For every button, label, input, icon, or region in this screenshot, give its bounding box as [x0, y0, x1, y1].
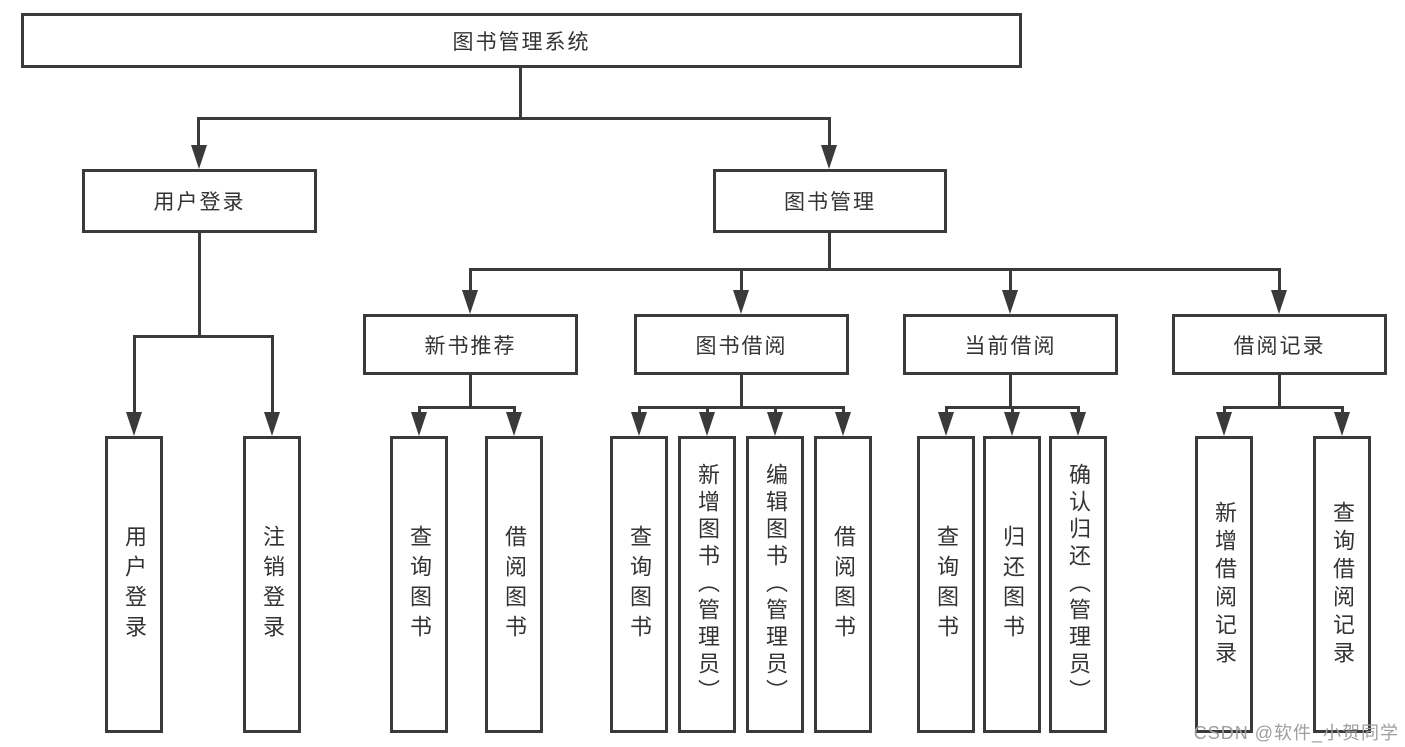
node-current-borrowing: 当前借阅 — [903, 314, 1118, 375]
arrowhead-down-icon — [1334, 412, 1350, 436]
connector-line — [197, 117, 831, 120]
arrowhead-down-icon — [506, 412, 522, 436]
connector-line — [1278, 375, 1281, 408]
node-label: 图书管理 — [784, 191, 876, 214]
leaf-return-book: 归还图书 — [983, 436, 1041, 733]
connector-line — [1223, 406, 1344, 409]
arrowhead-down-icon — [699, 412, 715, 436]
node-label: 确认归还（管理员） — [1066, 463, 1091, 706]
connector-line — [469, 268, 472, 293]
node-label: 借阅图书 — [502, 524, 527, 645]
connector-line — [842, 406, 845, 416]
node-label: 编辑图书（管理员） — [763, 463, 788, 706]
node-label: 用户登录 — [122, 524, 147, 645]
connector-line — [1009, 268, 1012, 293]
connector-line — [740, 375, 743, 408]
leaf-borrow-books-recommend: 借阅图书 — [485, 436, 543, 733]
node-label: 当前借阅 — [964, 334, 1057, 358]
node-label: 新增借阅记录 — [1212, 500, 1237, 669]
leaf-query-borrow-record: 查询借阅记录 — [1313, 436, 1371, 733]
node-label: 图书借阅 — [695, 334, 788, 358]
leaf-confirm-return-admin: 确认归还（管理员） — [1049, 436, 1107, 733]
node-label: 借阅图书 — [831, 524, 856, 645]
connector-line — [828, 117, 831, 147]
node-label: 新书推荐 — [424, 334, 517, 358]
connector-line — [774, 406, 777, 416]
leaf-add-book-admin: 新增图书（管理员） — [678, 436, 736, 733]
leaf-logout: 注销登录 — [243, 436, 301, 733]
node-label: 图书管理系统 — [452, 30, 591, 54]
arrowhead-down-icon — [767, 412, 783, 436]
node-label: 查询图书 — [627, 524, 652, 645]
connector-line — [638, 406, 641, 416]
leaf-edit-book-admin: 编辑图书（管理员） — [746, 436, 804, 733]
connector-line — [513, 406, 516, 416]
connector-line — [271, 335, 274, 414]
connector-line — [469, 268, 1281, 271]
arrowhead-down-icon — [264, 412, 280, 436]
arrowhead-down-icon — [1271, 290, 1287, 314]
connector-line — [519, 68, 522, 119]
leaf-query-books-recommend: 查询图书 — [390, 436, 448, 733]
connector-line — [1223, 406, 1226, 416]
arrowhead-down-icon — [1070, 412, 1086, 436]
node-label: 注销登录 — [260, 524, 285, 645]
arrowhead-down-icon — [462, 290, 478, 314]
connector-line — [1011, 406, 1014, 416]
arrowhead-down-icon — [411, 412, 427, 436]
arrowhead-down-icon — [1216, 412, 1232, 436]
connector-line — [638, 406, 845, 409]
arrowhead-down-icon — [1002, 290, 1018, 314]
node-new-book-recommend: 新书推荐 — [363, 314, 578, 375]
connector-line — [828, 233, 831, 270]
node-label: 查询借阅记录 — [1330, 500, 1355, 669]
leaf-query-books-current: 查询图书 — [917, 436, 975, 733]
node-label: 查询图书 — [934, 524, 959, 645]
connector-line — [1009, 375, 1012, 408]
node-book-borrowing: 图书借阅 — [634, 314, 849, 375]
watermark: CSDN @软件_小贺同学 — [1193, 723, 1399, 743]
connector-line — [1077, 406, 1080, 416]
node-label: 查询图书 — [407, 524, 432, 645]
node-book-management: 图书管理 — [713, 169, 947, 233]
connector-line — [945, 406, 948, 416]
leaf-borrow-books-borrowing: 借阅图书 — [814, 436, 872, 733]
connector-line — [198, 233, 201, 337]
leaf-query-books-borrowing: 查询图书 — [610, 436, 668, 733]
node-library-management-system: 图书管理系统 — [21, 13, 1022, 68]
leaf-user-login: 用户登录 — [105, 436, 163, 733]
arrowhead-down-icon — [938, 412, 954, 436]
arrowhead-down-icon — [1004, 412, 1020, 436]
connector-line — [706, 406, 709, 416]
arrowhead-down-icon — [191, 145, 207, 169]
connector-line — [469, 375, 472, 408]
node-user-login: 用户登录 — [82, 169, 317, 233]
arrowhead-down-icon — [733, 290, 749, 314]
node-label: 借阅记录 — [1233, 334, 1326, 358]
connector-line — [197, 117, 200, 147]
arrowhead-down-icon — [126, 412, 142, 436]
connector-line — [1341, 406, 1344, 416]
connector-line — [418, 406, 421, 416]
node-label: 用户登录 — [153, 191, 246, 214]
arrowhead-down-icon — [821, 145, 837, 169]
arrowhead-down-icon — [631, 412, 647, 436]
connector-line — [740, 268, 743, 293]
connector-line — [1278, 268, 1281, 293]
connector-line — [133, 335, 136, 414]
leaf-add-borrow-record: 新增借阅记录 — [1195, 436, 1253, 733]
arrowhead-down-icon — [835, 412, 851, 436]
connector-line — [418, 406, 516, 409]
node-borrowing-records: 借阅记录 — [1172, 314, 1387, 375]
node-label: 新增图书（管理员） — [695, 463, 720, 706]
connector-line — [133, 335, 274, 338]
node-label: 归还图书 — [1000, 524, 1025, 645]
